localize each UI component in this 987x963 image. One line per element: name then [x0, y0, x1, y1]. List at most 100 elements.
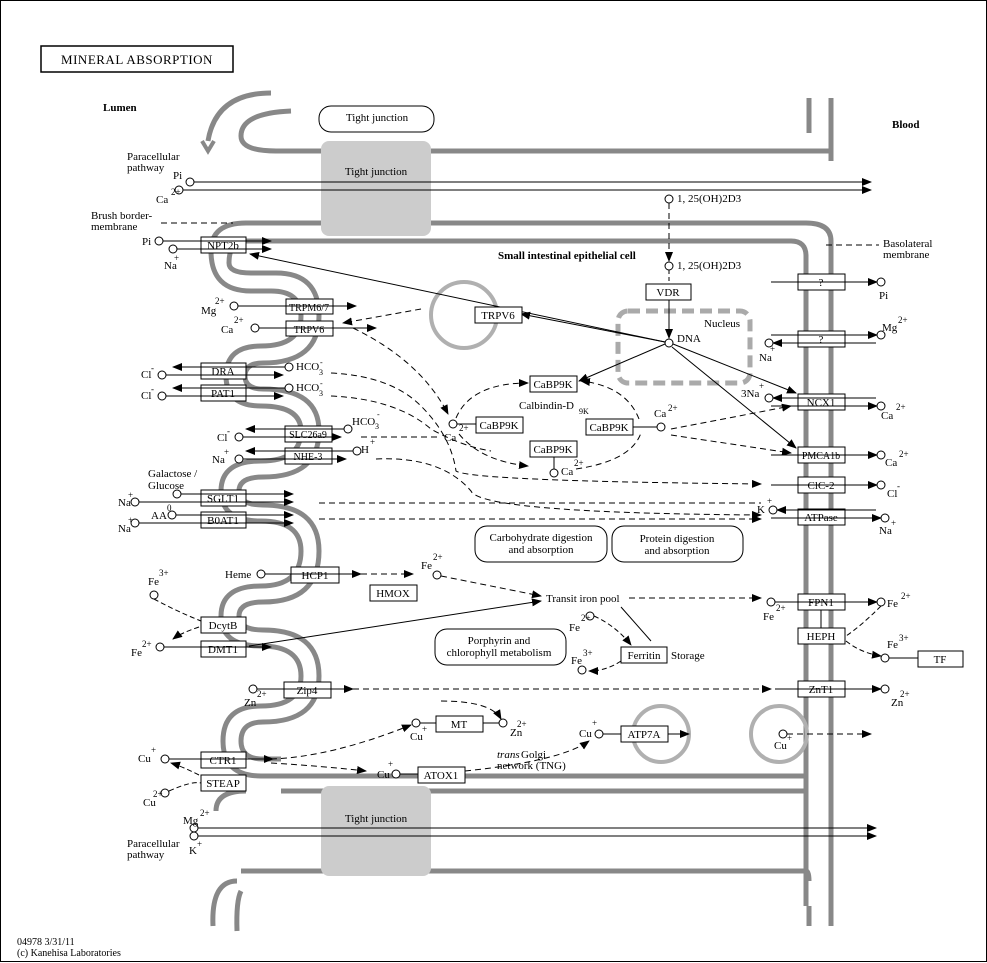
- svg-text:+: +: [770, 344, 775, 354]
- svg-text:3Na: 3Na: [741, 388, 759, 400]
- gene-ctr1[interactable]: [200, 751, 247, 769]
- tight-junction-link-label: Tight junction: [346, 112, 409, 124]
- membrane-top-inner: [238, 108, 831, 154]
- gene-trpv6-intracellular[interactable]: [474, 306, 523, 324]
- svg-text:SLC26a9: SLC26a9: [289, 430, 327, 441]
- svg-text:0: 0: [167, 503, 172, 513]
- pathway-protein[interactable]: [611, 525, 744, 563]
- svg-text:Fe: Fe: [421, 560, 432, 572]
- tight-junction-map-link[interactable]: [318, 105, 435, 133]
- svg-text:?: ?: [819, 277, 824, 289]
- gene-zip4[interactable]: [283, 681, 332, 699]
- svg-text:K: K: [757, 504, 765, 516]
- gene-cabp9k-1[interactable]: [529, 375, 578, 393]
- svg-text:STEAP: STEAP: [206, 778, 240, 790]
- svg-text:3+: 3+: [583, 648, 593, 658]
- paracellular-flows: [183, 178, 877, 840]
- svg-text:TRPM6/7: TRPM6/7: [289, 303, 329, 314]
- brush-border-label-1: Brush border-: [91, 210, 153, 222]
- svg-text:ClC-2: ClC-2: [808, 480, 835, 492]
- svg-text:2+: 2+: [776, 603, 786, 613]
- svg-text:chlorophyll metabolism: chlorophyll metabolism: [447, 647, 552, 659]
- gene-hmox[interactable]: [369, 584, 418, 602]
- calcitriol-outside[interactable]: 1, 25(OH)2D3: [677, 193, 742, 205]
- tight-junction-top: [321, 141, 431, 236]
- svg-text:Fe: Fe: [763, 611, 774, 623]
- pathway-porphyrin[interactable]: [434, 628, 567, 666]
- svg-text:DRA: DRA: [211, 366, 234, 378]
- svg-text:Porphyrin and: Porphyrin and: [468, 635, 531, 647]
- gene-b0at1[interactable]: [200, 511, 247, 529]
- svg-text:+: +: [197, 839, 202, 849]
- svg-text:CaBP9K: CaBP9K: [533, 379, 572, 391]
- svg-text:MT: MT: [451, 719, 468, 731]
- footer-id: 04978 3/31/11: [17, 937, 75, 948]
- gene-dmt1[interactable]: [200, 640, 247, 658]
- svg-text:Fe: Fe: [148, 576, 159, 588]
- svg-text:-: -: [377, 410, 380, 419]
- pathway-carbohydrate[interactable]: [474, 525, 608, 563]
- tight-junction-bottom-label: Tight junction: [345, 813, 408, 825]
- svg-text:CaBP9K: CaBP9K: [589, 422, 628, 434]
- svg-text:NHE-3: NHE-3: [294, 452, 323, 463]
- gene-pat1[interactable]: [200, 384, 247, 402]
- svg-text:and absorption: and absorption: [508, 544, 574, 556]
- svg-text:9K: 9K: [579, 407, 589, 416]
- svg-text:Fe: Fe: [887, 598, 898, 610]
- cell-label: Small intestinal epithelial cell: [498, 250, 636, 262]
- gene-cabp9k-2[interactable]: [475, 416, 524, 434]
- basolateral-label-2: membrane: [883, 249, 930, 261]
- svg-text:3: 3: [319, 368, 323, 377]
- svg-text:Fe: Fe: [131, 647, 142, 659]
- svg-text:HMOX: HMOX: [376, 588, 410, 600]
- svg-text:Na: Na: [164, 260, 177, 272]
- svg-text:Cl: Cl: [887, 488, 897, 500]
- svg-text:2+: 2+: [459, 423, 469, 433]
- svg-text:Na: Na: [212, 454, 225, 466]
- svg-text:2+: 2+: [200, 808, 210, 818]
- svg-text:Protein digestion: Protein digestion: [640, 533, 715, 545]
- svg-text:+: +: [370, 437, 375, 447]
- gene-tf[interactable]: [917, 650, 964, 668]
- dna-node[interactable]: [664, 338, 674, 348]
- svg-text:ATP7A: ATP7A: [627, 729, 660, 741]
- tight-junction-bottom: [321, 786, 431, 876]
- gene-hcp1[interactable]: [290, 566, 340, 584]
- svg-text:Cu: Cu: [377, 769, 390, 781]
- svg-text:TRPV6: TRPV6: [481, 310, 515, 322]
- svg-text:+: +: [388, 759, 393, 769]
- svg-text:-: -: [151, 363, 154, 373]
- paracellular-bottom-2: pathway: [127, 849, 165, 861]
- svg-text:Na: Na: [759, 352, 772, 364]
- gene-nhe3[interactable]: [284, 447, 333, 465]
- lumen-label: Lumen: [103, 102, 137, 114]
- svg-text:Fe: Fe: [887, 639, 898, 651]
- svg-text:2+: 2+: [517, 719, 527, 729]
- gene-atpase[interactable]: [797, 508, 846, 526]
- blood-label: Blood: [892, 119, 920, 131]
- svg-text:2+: 2+: [574, 458, 584, 468]
- svg-text:2+: 2+: [153, 789, 163, 799]
- svg-text:Na: Na: [118, 523, 131, 535]
- gene-atox1[interactable]: [417, 766, 466, 784]
- svg-text:2+: 2+: [901, 591, 911, 601]
- gene-dcytb[interactable]: [200, 616, 247, 634]
- svg-text:Ferritin: Ferritin: [628, 650, 661, 662]
- basolateral-label-1: Basolateral: [883, 238, 932, 250]
- svg-text:Ca: Ca: [561, 466, 573, 478]
- svg-text:CaBP9K: CaBP9K: [533, 444, 572, 456]
- membrane-basolateral-inner: [246, 238, 809, 906]
- svg-text:Pi: Pi: [879, 290, 888, 302]
- svg-text:+: +: [422, 724, 427, 734]
- footer-copyright: (c) Kanehisa Laboratories: [17, 948, 121, 959]
- gene-ferritin[interactable]: [620, 646, 668, 664]
- svg-text:Mg: Mg: [201, 305, 217, 317]
- gene-mt[interactable]: [435, 715, 484, 733]
- svg-text:Cl: Cl: [141, 390, 151, 402]
- svg-text:HCO: HCO: [296, 382, 319, 394]
- svg-text:SGLT1: SGLT1: [207, 493, 239, 505]
- calcitriol-inside[interactable]: 1, 25(OH)2D3: [677, 260, 742, 272]
- svg-text:2+: 2+: [581, 613, 591, 623]
